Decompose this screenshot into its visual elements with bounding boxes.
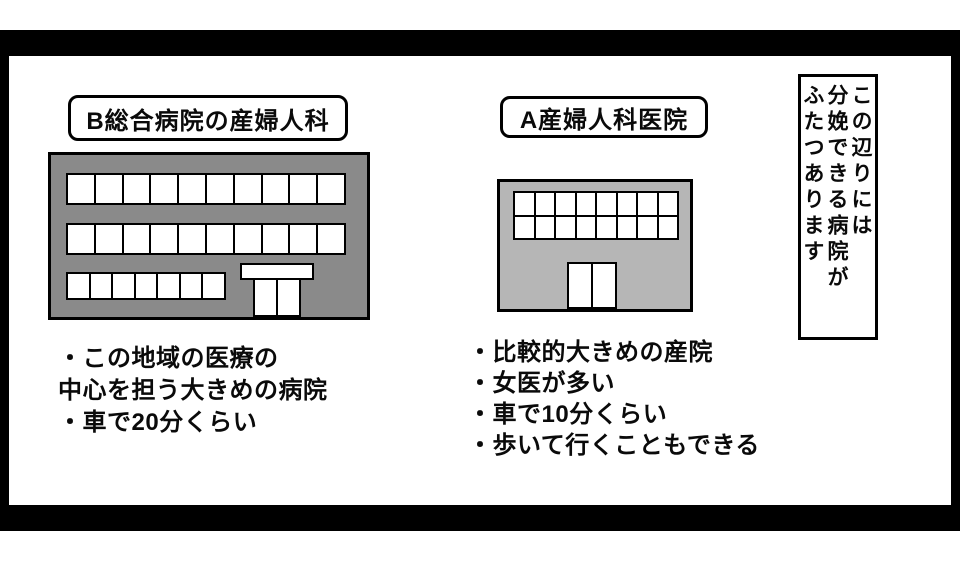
window-pane [203, 274, 224, 298]
window-pane [638, 216, 657, 238]
note-line: 中心を担う大きめの病院 [58, 377, 328, 404]
window-pane [556, 216, 575, 238]
window-pane [90, 274, 112, 298]
window-pane [290, 175, 317, 203]
window-pane [262, 175, 289, 203]
door-right [278, 280, 299, 315]
hospital-a-label: A産婦人科医院 [500, 96, 708, 138]
window-pane [123, 175, 150, 203]
window-pane [576, 193, 595, 215]
hospital-b-building [48, 152, 370, 320]
window-pane [576, 216, 595, 238]
window-pane [123, 225, 150, 253]
window-pane [68, 225, 94, 253]
window-pane [179, 225, 205, 253]
window-pane [206, 175, 233, 203]
panel-frame [0, 30, 960, 531]
note-line: ・比較的大きめの産院 [468, 339, 713, 366]
window-pane [617, 216, 636, 238]
window-pane [180, 274, 202, 298]
window-pane [318, 225, 344, 253]
window-pane [290, 225, 317, 253]
hospital-b-label-text: B総合病院の産婦人科 [86, 107, 330, 135]
hospital-a-label-text: A産婦人科医院 [519, 106, 689, 134]
window-pane [617, 193, 636, 215]
note-line: ・車で10分くらい [468, 401, 668, 428]
hospital-b-notes: ・この地域の医療の 中心を担う大きめの病院 ・車で20分くらい [58, 343, 328, 439]
window-pane [113, 274, 134, 298]
hospital-b-entrance-doors [253, 278, 301, 317]
note-line: ・この地域の医療の [58, 345, 279, 372]
window-pane [206, 225, 233, 253]
narration-line: ふたつあります [801, 84, 824, 266]
window-pane [556, 193, 575, 215]
window-pane [262, 225, 289, 253]
window-pane [68, 274, 89, 298]
window-pane [658, 216, 677, 238]
window-pane [68, 175, 94, 203]
hospital-a-building [497, 179, 693, 312]
window-pane [95, 225, 122, 253]
window-pane [515, 193, 534, 215]
window-pane [234, 175, 261, 203]
window-pane [95, 175, 122, 203]
window-pane [135, 274, 157, 298]
window-pane [151, 175, 178, 203]
door-right [593, 264, 615, 307]
hospital-a-entrance-doors [567, 262, 617, 309]
window-pane [638, 193, 657, 215]
window-pane [234, 225, 261, 253]
window-pane [597, 193, 616, 215]
narration-box: この辺りには 分娩できる病院が ふたつあります [798, 74, 878, 340]
hospital-a-notes: ・比較的大きめの産院 ・女医が多い ・車で10分くらい ・歩いて行くこともできる [468, 337, 760, 461]
note-line: ・女医が多い [468, 370, 615, 397]
hospital-b-label: B総合病院の産婦人科 [68, 95, 348, 141]
hospital-b-windows-row-2 [66, 223, 346, 255]
window-pane [535, 193, 554, 215]
narration-line: 分娩できる病院が [825, 84, 848, 292]
window-pane [597, 216, 616, 238]
window-pane [151, 225, 178, 253]
hospital-b-windows-row-1 [66, 173, 346, 205]
hospital-b-windows-row-3 [66, 272, 226, 300]
window-pane [515, 216, 534, 238]
window-pane [535, 216, 554, 238]
note-line: ・車で20分くらい [58, 409, 258, 436]
window-pane [179, 175, 205, 203]
door-left [569, 264, 591, 307]
hospital-a-windows-grid [513, 191, 679, 240]
narration-line: この辺りには [849, 84, 872, 240]
window-pane [158, 274, 179, 298]
door-left [255, 280, 276, 315]
window-pane [318, 175, 344, 203]
note-line: ・歩いて行くこともできる [468, 432, 760, 459]
window-pane [658, 193, 677, 215]
